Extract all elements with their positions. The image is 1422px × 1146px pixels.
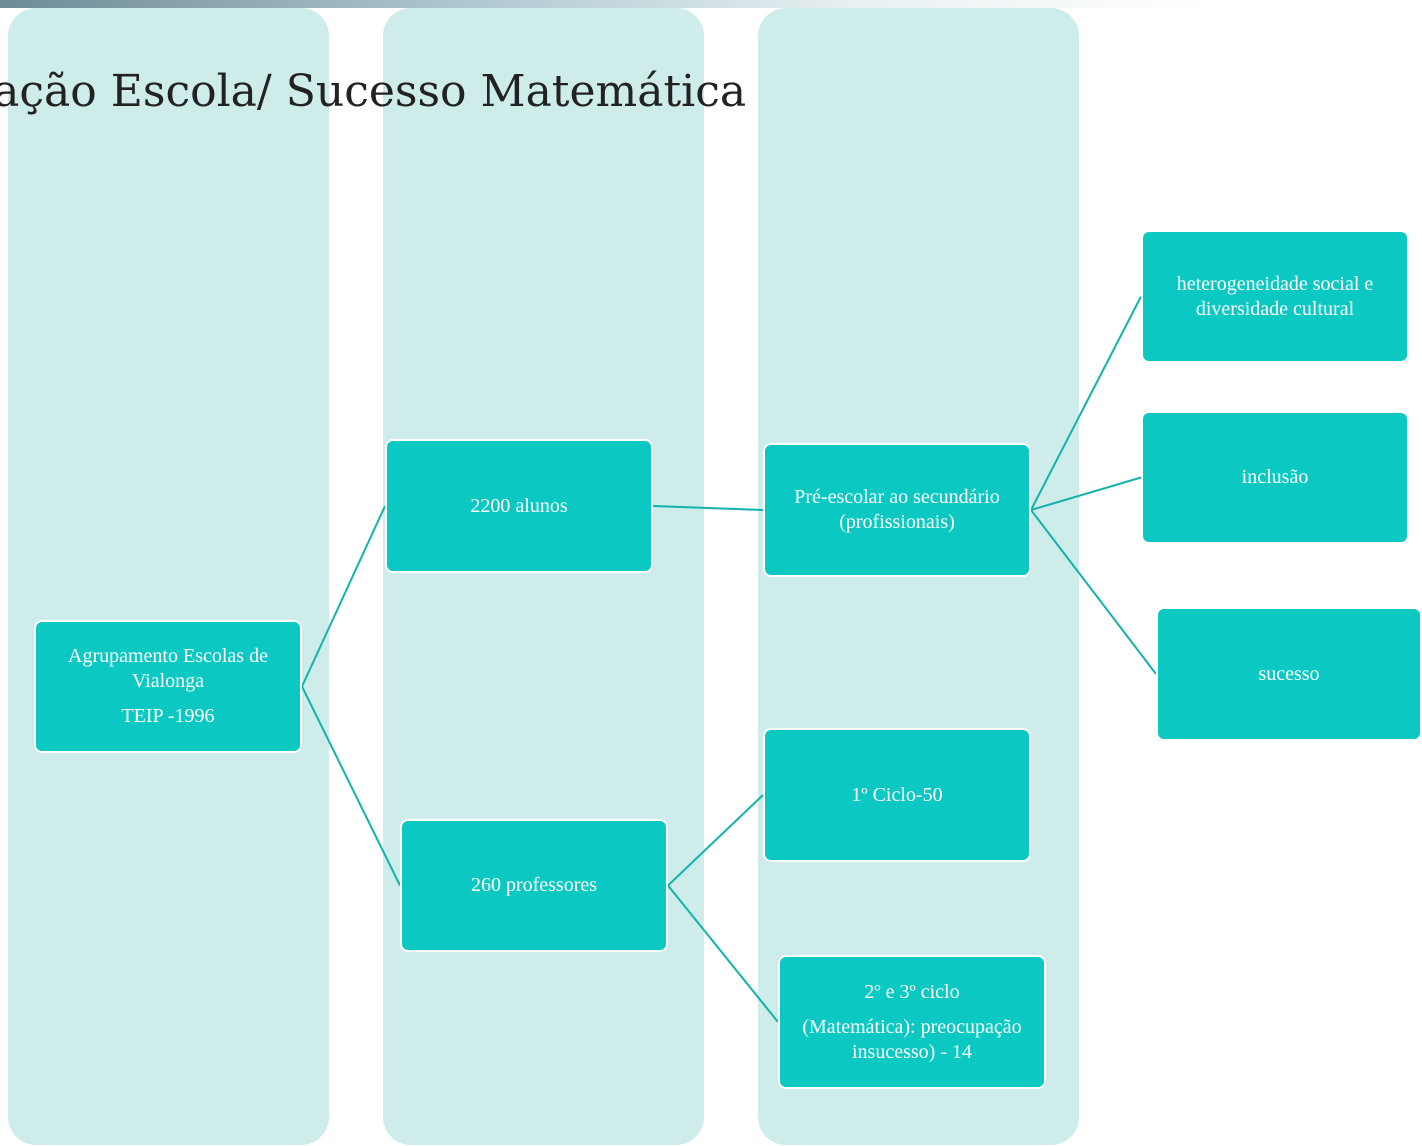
node-heterogeneidade: heterogeneidade social e diversidade cul… — [1141, 230, 1409, 363]
node-heterogeneidade-label: heterogeneidade social e diversidade cul… — [1176, 272, 1374, 320]
node-alunos: 2200 alunos — [385, 439, 653, 573]
connector-prescolar-inclusao — [1030, 476, 1142, 511]
connector-prescolar-sucesso — [1030, 509, 1157, 675]
connector-alunos-prescolar — [652, 505, 764, 511]
node-agrupamento-teip: TEIP -1996 — [121, 705, 215, 727]
header-band — [0, 0, 1422, 8]
node-professores: 260 professores — [400, 819, 668, 952]
connector-root-alunos — [301, 505, 386, 687]
column-level-1 — [8, 8, 329, 1145]
connector-professores-ciclo1 — [667, 794, 764, 887]
node-ciclo1: 1º Ciclo-50 — [763, 728, 1031, 862]
node-sucesso-label: sucesso — [1258, 662, 1320, 685]
slide-title: zação Escola/ Sucesso Matemática — [0, 66, 747, 117]
node-sucesso: sucesso — [1156, 607, 1422, 741]
node-agrupamento-name: Agrupamento Escolas de Vialonga — [68, 645, 268, 692]
column-level-2 — [383, 8, 704, 1145]
connector-prescolar-heterogeneidade — [1030, 296, 1142, 511]
node-ciclo1-label: 1º Ciclo-50 — [851, 783, 943, 806]
node-ciclo23-detail: (Matemática): preocupação insucesso) - 1… — [802, 1015, 1022, 1063]
node-alunos-label: 2200 alunos — [470, 494, 568, 517]
connector-professores-ciclo23 — [667, 884, 779, 1023]
node-ciclo23-title: 2º e 3º ciclo — [864, 980, 960, 1003]
node-inclusao-label: inclusão — [1241, 466, 1309, 488]
node-prescolar-label: Pré-escolar ao secundário (profissionais… — [794, 486, 1000, 533]
node-inclusao: inclusão — [1141, 411, 1409, 544]
connector-root-professores — [301, 686, 401, 886]
node-professores-label: 260 professores — [470, 874, 598, 896]
node-ciclo23: 2º e 3º ciclo (Matemática): preocupação … — [778, 955, 1046, 1089]
node-prescolar: Pré-escolar ao secundário (profissionais… — [763, 443, 1031, 577]
node-agrupamento: Agrupamento Escolas de Vialonga TEIP -19… — [34, 620, 302, 753]
